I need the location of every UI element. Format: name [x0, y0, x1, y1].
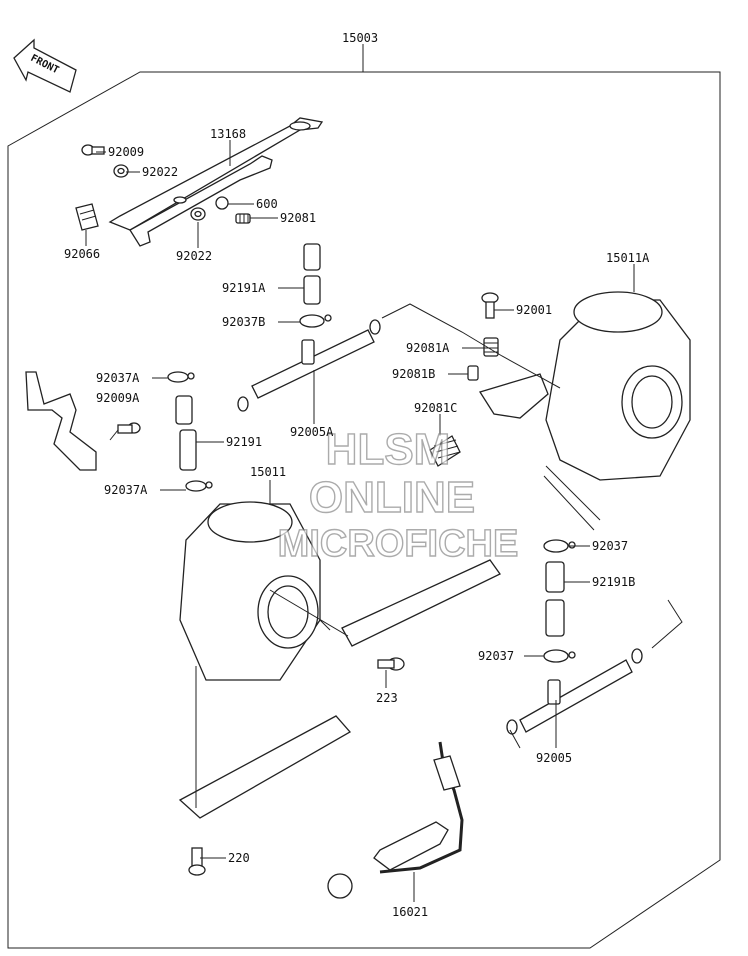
- hose-92191B: [545, 561, 565, 637]
- part-labels: 15003 13168 92009 92022 600 92081 92066 …: [64, 31, 650, 919]
- clamp-92037-r2: [543, 649, 576, 663]
- screw-220: [188, 847, 206, 876]
- label-92081: 92081: [280, 211, 316, 225]
- label-92037B: 92037B: [222, 315, 265, 329]
- label-15011A: 15011A: [606, 251, 650, 265]
- carburetor-15011: [179, 501, 321, 681]
- label-92022-a: 92022: [142, 165, 178, 179]
- label-92001: 92001: [516, 303, 552, 317]
- spring-92081C: [429, 435, 461, 467]
- bracket-left: [25, 371, 97, 471]
- link-plate-lower: [178, 715, 352, 819]
- cable-16021: [327, 741, 464, 899]
- label-92005A: 92005A: [290, 425, 334, 439]
- label-92022-b: 92022: [176, 249, 212, 263]
- spring-92081: [235, 213, 251, 224]
- washer-92022-a: [113, 164, 129, 178]
- label-92066: 92066: [64, 247, 100, 261]
- label-13168: 13168: [210, 127, 246, 141]
- label-92081B: 92081B: [392, 367, 435, 381]
- bolt-92009A: [117, 422, 141, 434]
- label-92005: 92005: [536, 751, 572, 765]
- watermark-line-2: ONLINE: [309, 473, 475, 522]
- bracket-13168: [108, 117, 324, 247]
- label-223: 223: [376, 691, 398, 705]
- carburetor-15011A: [478, 291, 691, 481]
- bolt-92009: [81, 144, 105, 156]
- leader-lines: [85, 140, 683, 902]
- washer-92022-b: [190, 207, 206, 221]
- clamp-92037A-top: [167, 371, 195, 383]
- label-92037-r1: 92037: [592, 539, 628, 553]
- front-arrow-icon: FRONT: [13, 38, 77, 93]
- label-92037A-top: 92037A: [96, 371, 140, 385]
- fitting-92005A: [237, 319, 381, 412]
- label-92081A: 92081A: [406, 341, 450, 355]
- clamp-92037A-bottom: [185, 480, 213, 492]
- link-plate-upper: [341, 559, 501, 647]
- label-92009: 92009: [108, 145, 144, 159]
- ball-600: [215, 196, 229, 210]
- screw-92001: [481, 292, 499, 319]
- label-15003: 15003: [342, 31, 378, 45]
- hose-92191A: [303, 243, 321, 305]
- label-92191: 92191: [226, 435, 262, 449]
- label-92191B: 92191B: [592, 575, 635, 589]
- spring-92081B: [467, 365, 479, 381]
- watermark: HLSM ONLINE MICROFICHE: [277, 424, 519, 565]
- clip-92066: [75, 203, 99, 231]
- label-16021: 16021: [392, 905, 428, 919]
- label-92081C: 92081C: [414, 401, 457, 415]
- watermark-line-3: MICROFICHE: [278, 523, 519, 565]
- label-92037A-bottom: 92037A: [104, 483, 148, 497]
- assembly-boundary: [7, 71, 721, 949]
- label-15011: 15011: [250, 465, 286, 479]
- label-220: 220: [228, 851, 250, 865]
- label-92191A: 92191A: [222, 281, 266, 295]
- fitting-92005: [506, 648, 643, 735]
- label-600: 600: [256, 197, 278, 211]
- hose-92191: [175, 395, 197, 471]
- label-92037-r2: 92037: [478, 649, 514, 663]
- screw-223: [377, 657, 405, 671]
- watermark-line-1: HLSM: [326, 425, 451, 474]
- clamp-92037B: [299, 314, 332, 328]
- label-92009A: 92009A: [96, 391, 140, 405]
